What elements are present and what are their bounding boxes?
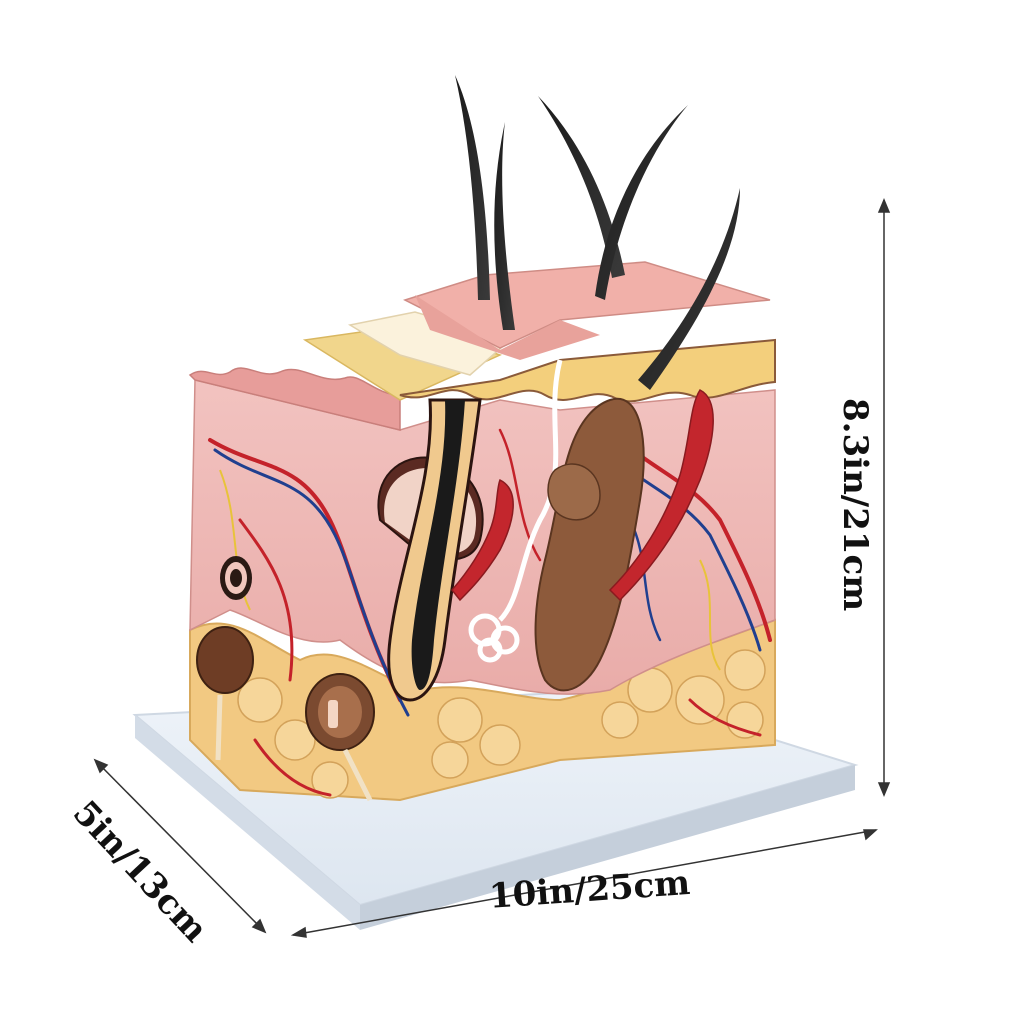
blood-vessels (208, 428, 772, 797)
width-arrow-right (863, 829, 878, 841)
height-arrow-top (877, 198, 891, 213)
hairs (455, 75, 740, 390)
width-dimension-line (292, 829, 877, 936)
depth-arrow-bottom (251, 918, 267, 934)
sweat-gland (468, 359, 563, 663)
large-follicle (534, 397, 645, 692)
depth-dimension-line (94, 759, 266, 933)
height-arrow-bottom (877, 782, 891, 797)
skin-block (188, 367, 776, 802)
arrector-muscle (451, 389, 714, 602)
dimension-lines (93, 198, 891, 938)
epidermis-layers (302, 261, 776, 403)
hair-follicle (377, 398, 484, 702)
width-arrow-left (290, 926, 307, 938)
depth-arrow-top (93, 758, 109, 774)
sensory-receptors (196, 626, 375, 802)
pacinian-corpuscle (220, 556, 252, 600)
height-label: 8.3in/21cm (835, 398, 875, 612)
